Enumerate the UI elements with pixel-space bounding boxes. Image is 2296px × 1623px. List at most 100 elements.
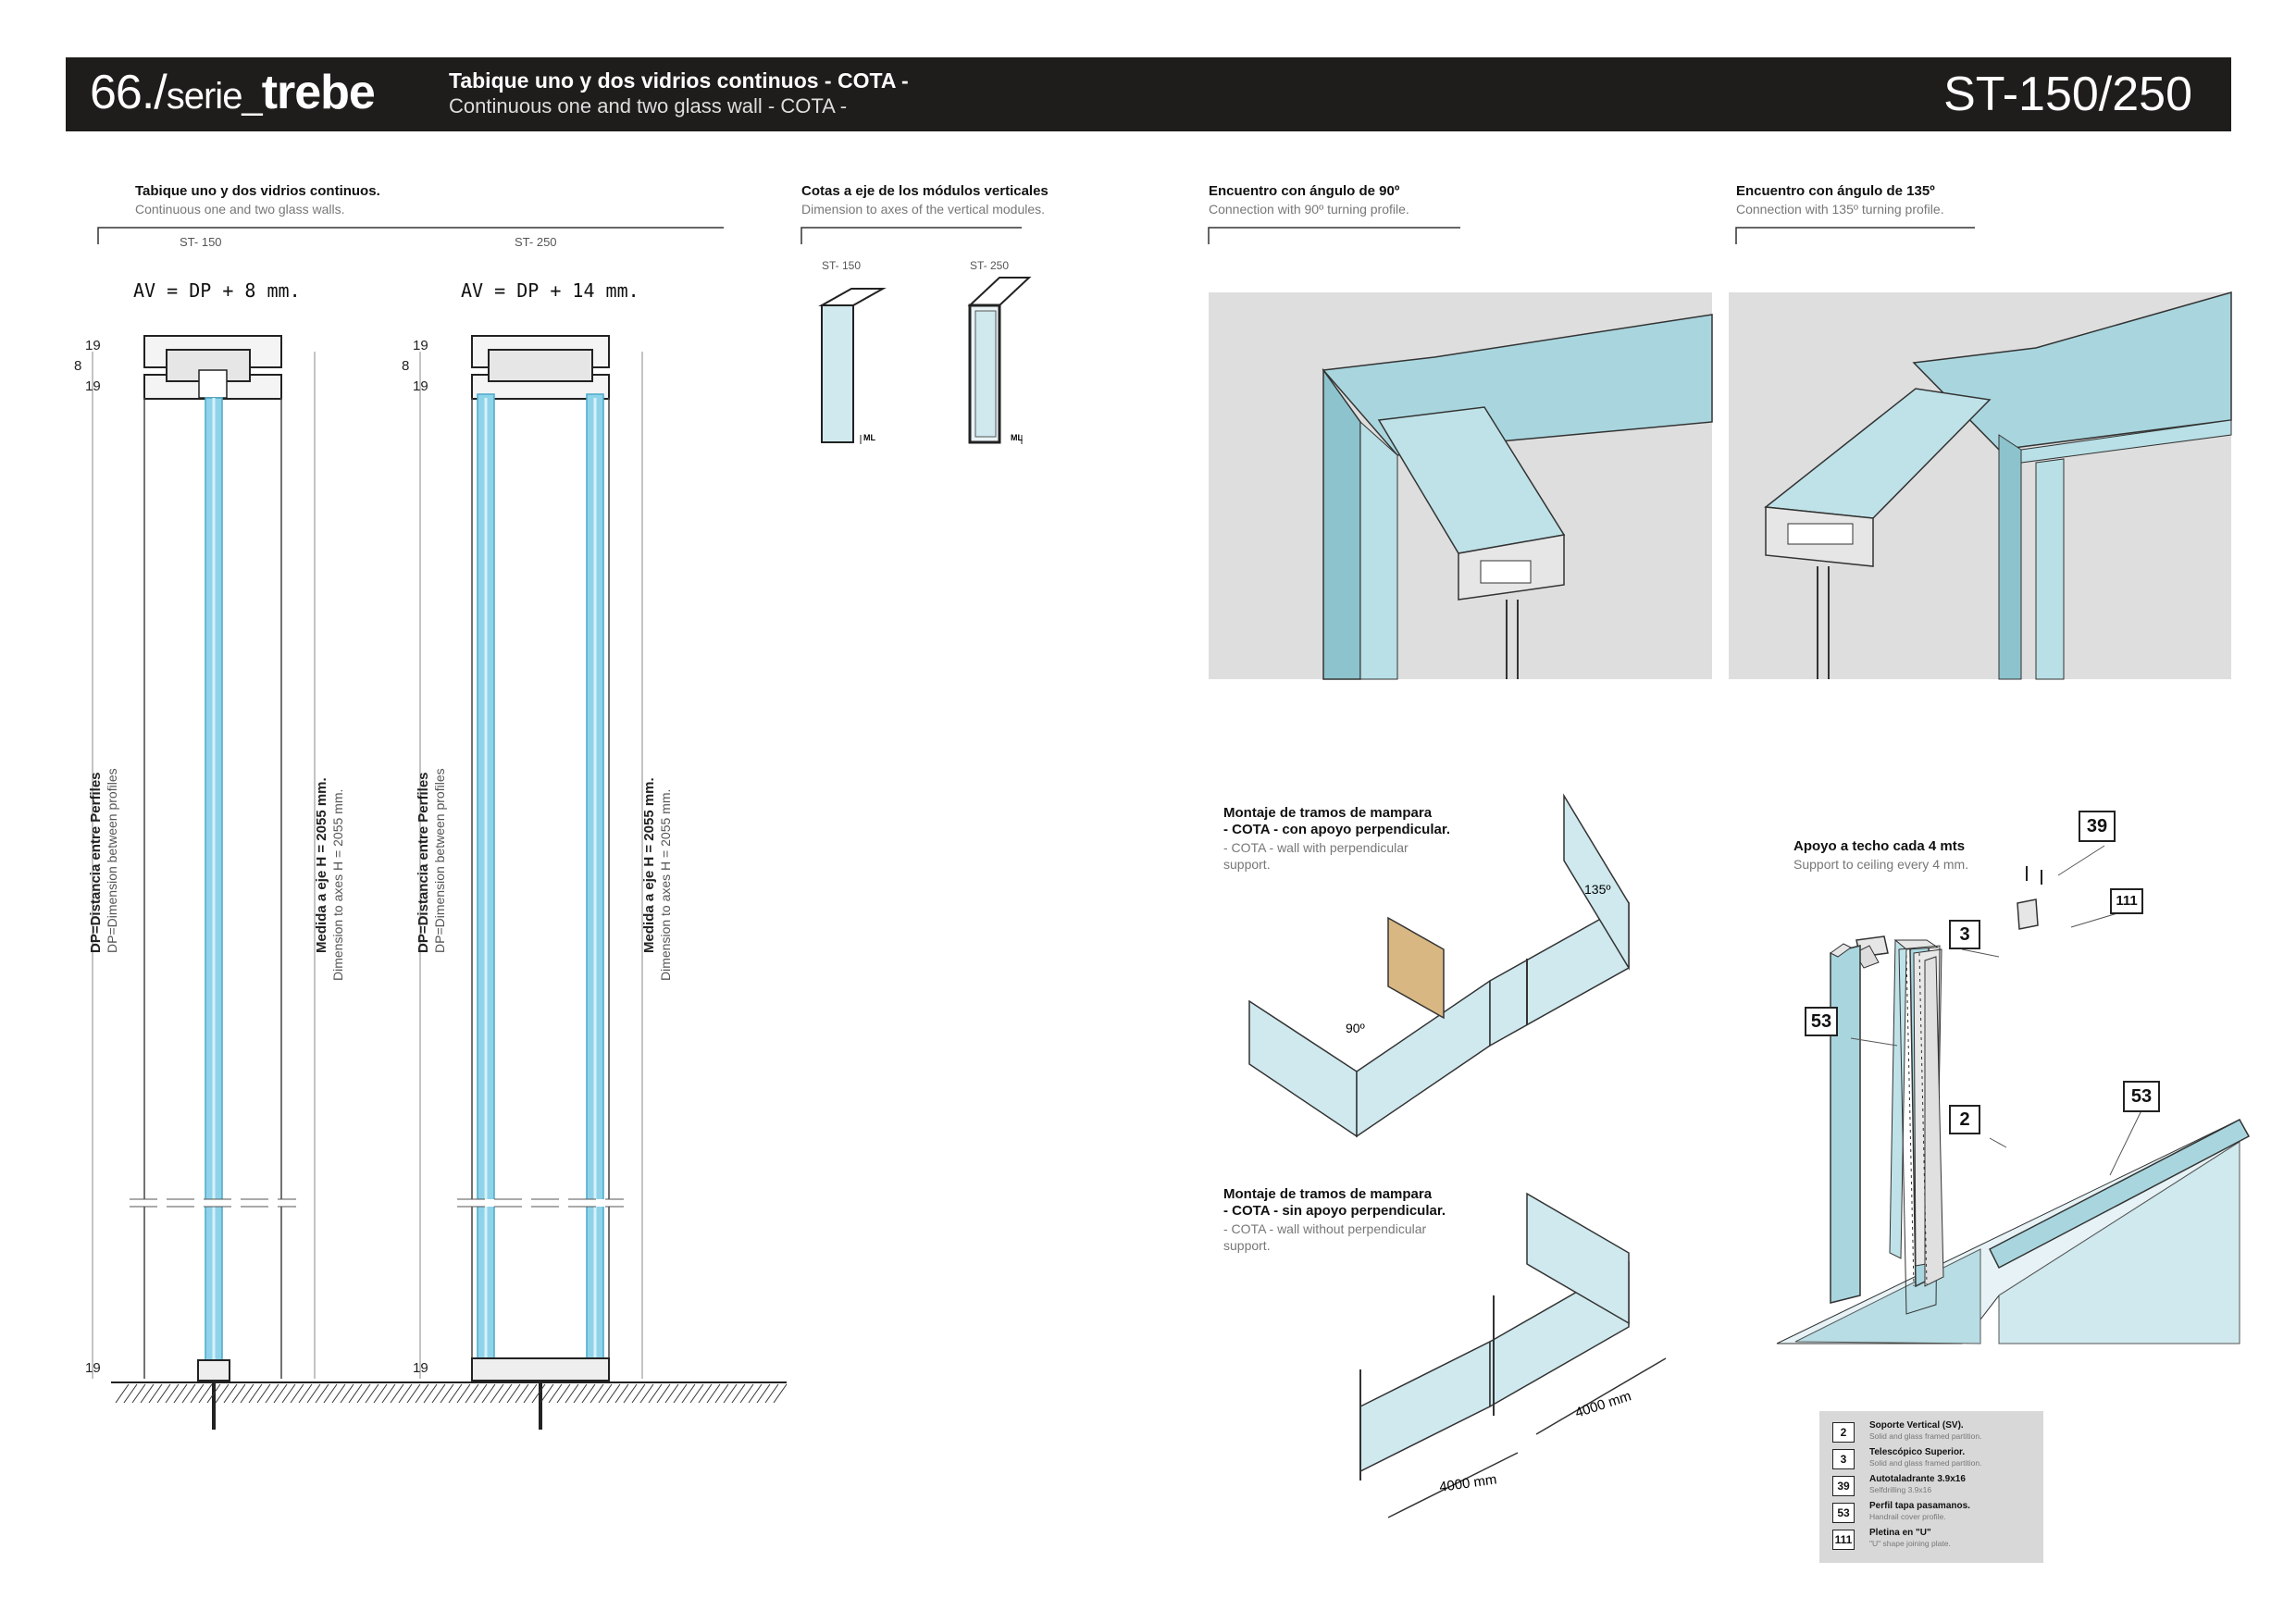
legend-title: Soporte Vertical (SV). (1869, 1420, 1964, 1431)
with-support-title-1: Montaje de tramos de mampara (1223, 805, 1433, 821)
with-support-title-2: - COTA - con apoyo perpendicular. (1223, 822, 1451, 837)
brand-name: trebe (261, 66, 376, 119)
floor-hatch-line (698, 1383, 713, 1404)
floor-hatch-line (390, 1383, 404, 1404)
height-label-en-150: Dimension to axes H = 2055 mm. (330, 789, 345, 981)
brand-logo: 66./serie_trebe (90, 63, 376, 126)
section-dimensions: 19 8 19 19 19 8 19 19 DP=Distancia entre… (74, 338, 673, 1376)
floor-hatch-line (165, 1383, 180, 1404)
with-support-sub-2: support. (1223, 857, 1271, 872)
angle-90-label: 90º (1346, 1021, 1365, 1035)
dim-8-250: 8 (402, 358, 409, 374)
module-st250: ML (967, 277, 1032, 444)
page-subtitle: Continuous one and two glass wall - COTA… (449, 94, 848, 118)
floor-hatch-line (664, 1383, 679, 1404)
floor-hatch-line (198, 1383, 213, 1404)
floor-hatch-line (315, 1383, 329, 1404)
floor-hatch-line (590, 1383, 604, 1404)
floor-hatch-line (581, 1383, 596, 1404)
floor-hatch-line (465, 1383, 479, 1404)
dim-4000-b: 4000 mm (1573, 1388, 1633, 1420)
floor-hatch-line (490, 1383, 504, 1404)
floor-hatch (111, 1381, 788, 1404)
floor-hatch-line (206, 1383, 221, 1404)
floor-hatch-line (256, 1383, 271, 1404)
legend-row: 39 Autotaladrante 3.9x16 Selfdrilling 3.… (1832, 1474, 2036, 1498)
floor-hatch-line (481, 1383, 496, 1404)
product-code: ST-150/250 (1943, 68, 2192, 121)
floor-hatch-line (265, 1383, 279, 1404)
floor-hatch-line (723, 1383, 738, 1404)
floor-hatch-line (140, 1383, 155, 1404)
floor-hatch-line (440, 1383, 454, 1404)
legend-num: 111 (1832, 1530, 1855, 1550)
floor-hatch-line (423, 1383, 438, 1404)
sections-subtitle: Continuous one and two glass walls. (135, 202, 345, 217)
dp-label-250: DP=Distancia entre Perfiles (416, 772, 431, 953)
legend-row: 2 Soporte Vertical (SV). Solid and glass… (1832, 1420, 2036, 1444)
floor-hatch-line (340, 1383, 354, 1404)
floor-hatch-line (556, 1383, 571, 1404)
without-support-sub-2: support. (1223, 1238, 1271, 1253)
floor-hatch-line (373, 1383, 388, 1404)
conn135-title: Encuentro con ángulo de 135º (1736, 183, 1935, 199)
floor-hatch-line (731, 1383, 746, 1404)
floor-hatch-line (773, 1383, 788, 1404)
legend-title: Pletina en "U" (1869, 1528, 1931, 1538)
height-label-150: Medida a eje H = 2055 mm. (314, 777, 329, 953)
legend-sub: Selfdrilling 3.9x16 (1869, 1485, 1932, 1494)
floor-hatch-line (365, 1383, 379, 1404)
floor-hatch-line (448, 1383, 463, 1404)
legend-row: 111 Pletina en "U" "U" shape joining pla… (1832, 1528, 2036, 1552)
legend-row: 53 Perfil tapa pasamanos. Handrail cover… (1832, 1501, 2036, 1525)
brand-series: serie_ (166, 76, 263, 117)
dp-label-en-250: DP=Dimension between profiles (432, 768, 447, 953)
floor-hatch-line (739, 1383, 754, 1404)
legend-sub: "U" shape joining plate. (1869, 1539, 1951, 1548)
dim-19-bot-250: 19 (413, 1360, 428, 1376)
callout-53-right: 53 (2123, 1081, 2160, 1112)
dim-19-top-150: 19 (85, 338, 101, 353)
floor-hatch-line (623, 1383, 638, 1404)
sections-title: Tabique uno y dos vidrios continuos. (135, 183, 380, 199)
conn90-subtitle: Connection with 90º turning profile. (1209, 202, 1409, 217)
floor-hatch-line (656, 1383, 671, 1404)
label-st250: ST- 250 (515, 235, 557, 249)
floor-hatch-line (290, 1383, 304, 1404)
ceiling-title: Apoyo a techo cada 4 mts (1793, 838, 1966, 854)
floor-hatch-line (523, 1383, 538, 1404)
label-st150: ST- 150 (180, 235, 222, 249)
header-bar: 66./serie_trebe Tabique uno y dos vidrio… (66, 57, 2231, 131)
floor-hatch-line (431, 1383, 446, 1404)
conn135-subtitle: Connection with 135º turning profile. (1736, 202, 1944, 217)
formula-st250: AV = DP + 14 mm. (461, 279, 639, 302)
floor-hatch-line (756, 1383, 771, 1404)
dp-label-150: DP=Distancia entre Perfiles (88, 772, 104, 953)
callout-111: 111 (2110, 888, 2143, 914)
wall-without-support-drawing: 4000 mm 4000 mm (1359, 1192, 1667, 1518)
floor-hatch-line (714, 1383, 729, 1404)
floor-hatch-line (298, 1383, 313, 1404)
callout-39: 39 (2079, 811, 2116, 842)
floor-hatch-line (673, 1383, 688, 1404)
floor-hatch-line (540, 1383, 554, 1404)
floor-hatch-line (148, 1383, 163, 1404)
legend-title: Perfil tapa pasamanos. (1869, 1501, 1970, 1511)
page-title: Tabique uno y dos vidrios continuos - CO… (449, 68, 909, 93)
ml-label-250: ML (1011, 433, 1023, 442)
floor-hatch-line (223, 1383, 238, 1404)
floor-hatch-line (123, 1383, 138, 1404)
floor-hatch-line (240, 1383, 254, 1404)
without-support-title-1: Montaje de tramos de mampara (1223, 1186, 1433, 1202)
st250-section-drawing (419, 335, 643, 1430)
floor-hatch-line (356, 1383, 371, 1404)
dim-4000-a: 4000 mm (1438, 1471, 1497, 1495)
legend-row: 3 Telescópico Superior. Solid and glass … (1832, 1447, 2036, 1471)
bracket-90 (1208, 227, 1460, 244)
floor-hatch-line (331, 1383, 346, 1404)
floor-hatch-line (473, 1383, 488, 1404)
floor-hatch-line (190, 1383, 205, 1404)
floor-hatch-line (323, 1383, 338, 1404)
render-90-connection (1209, 292, 1713, 680)
floor-hatch-line (173, 1383, 188, 1404)
